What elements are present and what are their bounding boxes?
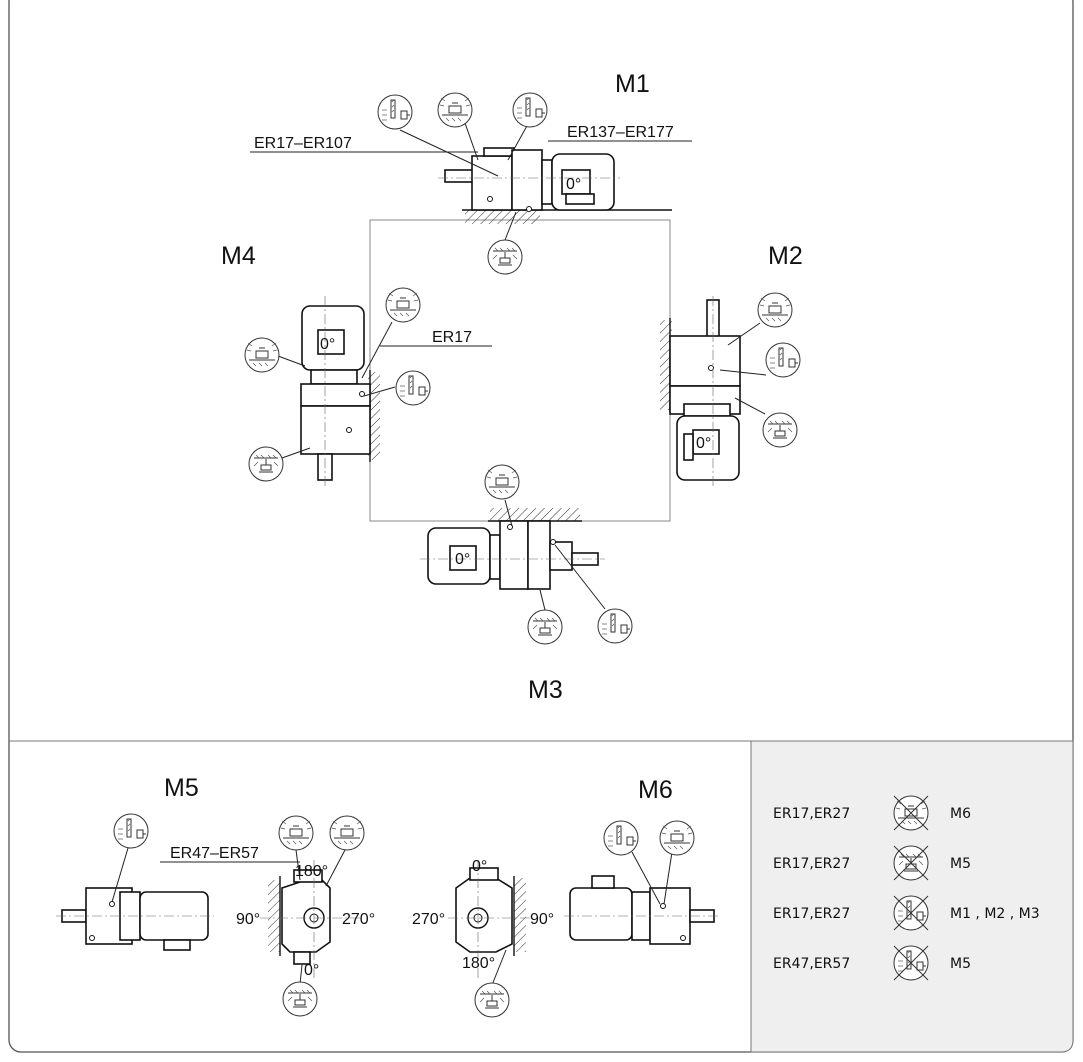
side-plug-icon [113, 813, 149, 849]
gearmotor-m2 [660, 296, 741, 488]
angle-m6-bottom: 180° [462, 955, 495, 972]
callout-er17: ER17 [432, 329, 472, 346]
drain-plug-icon [487, 239, 523, 275]
motor-terminal-m4: 0° [320, 336, 335, 353]
angle-m6-top: 0° [472, 858, 487, 875]
vent-plug-icon [659, 820, 695, 856]
vent-plug-icon [757, 292, 793, 328]
angle-m5-bottom: 0° [304, 962, 319, 979]
outer-frame [8, 0, 1074, 1053]
motor-terminal-m2: 0° [696, 435, 711, 452]
legend-model: ER17,ER27 [773, 806, 850, 822]
angle-m5-left: 90° [236, 911, 260, 928]
drain-plug-icon [282, 981, 318, 1017]
position-label-m2: M2 [768, 242, 803, 270]
position-label-m5: M5 [164, 774, 199, 802]
side-plug-icon [597, 608, 633, 644]
drain-plug-icon [474, 982, 510, 1018]
vent-plug-icon [385, 287, 421, 323]
legend-position: M5 [950, 856, 971, 872]
side-plug-icon [377, 94, 413, 130]
gearmotor-m6-side [564, 875, 718, 945]
position-label-m6: M6 [638, 776, 673, 804]
drain-plug-icon [527, 609, 563, 645]
legend-model: ER47,ER57 [773, 956, 850, 972]
legend-model: ER17,ER27 [773, 856, 850, 872]
gearmotor-m5-side [56, 887, 214, 951]
legend-row-2: ER17,ER27 M5 [773, 845, 971, 881]
side-plug-icon [395, 370, 431, 406]
callout-er137-er177: ER137–ER177 [567, 124, 674, 141]
gearmotor-m6-end [448, 860, 532, 978]
legend-model: ER17,ER27 [773, 906, 850, 922]
gearmotor-m3 [420, 508, 605, 590]
angle-m6-right: 90° [530, 911, 554, 928]
side-plug-icon [603, 820, 639, 856]
drain-plug-icon [248, 446, 284, 482]
drain-plug-icon [762, 412, 798, 448]
gearmotor-m1 [438, 147, 672, 224]
side-plug-icon [765, 342, 801, 378]
position-label-m4: M4 [221, 242, 256, 270]
angle-m5-right: 270° [342, 911, 375, 928]
vent-plug-icon [278, 815, 314, 851]
legend-position: M6 [950, 806, 971, 822]
motor-terminal-m3: 0° [455, 551, 470, 568]
legend-row-3: ER17,ER27 M1 , M2 , M3 [773, 895, 1040, 931]
legend-position: M5 [950, 956, 971, 972]
angle-m6-left: 270° [412, 911, 445, 928]
gearmotor-m4 [300, 296, 380, 488]
side-plug-icon [512, 92, 548, 128]
angle-m5-top: 180° [295, 863, 328, 880]
motor-terminal-m1: 0° [566, 176, 581, 193]
position-label-m1: M1 [615, 70, 650, 98]
legend-position: M1 , M2 , M3 [950, 906, 1040, 922]
vent-plug-icon [484, 464, 520, 500]
legend-row-4: ER47,ER57 M5 [773, 945, 971, 981]
legend-row-1: ER17,ER27 M6 [773, 795, 971, 831]
callout-er47-er57: ER47–ER57 [170, 845, 259, 862]
vent-plug-icon [244, 337, 280, 373]
vent-plug-icon [437, 92, 473, 128]
callout-er17-er107: ER17–ER107 [254, 135, 352, 152]
gearmotor-m5-end [260, 860, 362, 978]
position-label-m3: M3 [528, 676, 563, 704]
vent-plug-icon [329, 815, 365, 851]
